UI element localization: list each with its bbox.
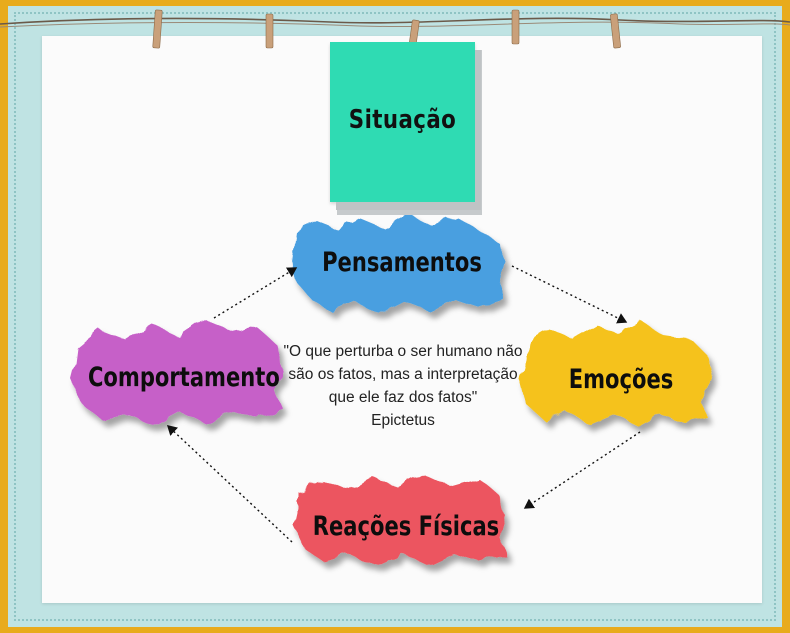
- reacoes-label: Reações Físicas: [312, 511, 500, 542]
- clothespins: [152, 9, 621, 57]
- clothesline-strand: [0, 21, 790, 28]
- quote-block: "O que perturba o ser humano não são os …: [268, 340, 538, 432]
- arrow-pensamentos-to-emocoes: [511, 265, 628, 324]
- emocoes-label: Emoções: [568, 364, 674, 395]
- emocoes-blob: [520, 322, 712, 426]
- quote-line-3: que ele faz dos fatos": [328, 389, 478, 406]
- reacoes-blob: [294, 474, 506, 566]
- quote-line-1: "O que perturba o ser humano não: [283, 343, 523, 360]
- arrow-reacoes-to-comportamento: [166, 425, 293, 543]
- pensamentos-blob: [292, 214, 506, 314]
- quote-author: Epictetus: [371, 412, 435, 429]
- cycle-arrows: [166, 265, 641, 543]
- clothespin: [152, 9, 163, 49]
- arrow-comportamento-to-pensamentos: [213, 267, 298, 319]
- clothespin: [511, 9, 520, 45]
- clothespin: [265, 13, 274, 49]
- comportamento-label: Comportamento: [87, 362, 280, 393]
- pensamentos-label: Pensamentos: [322, 247, 482, 278]
- quote-line-2: são os fatos, mas a interpretação: [288, 366, 518, 383]
- situation-label: Situação: [348, 105, 457, 135]
- situation-note: [330, 42, 475, 202]
- arrow-emocoes-to-reacoes: [523, 431, 641, 509]
- comportamento-blob: [72, 318, 284, 426]
- clothespin: [610, 13, 621, 49]
